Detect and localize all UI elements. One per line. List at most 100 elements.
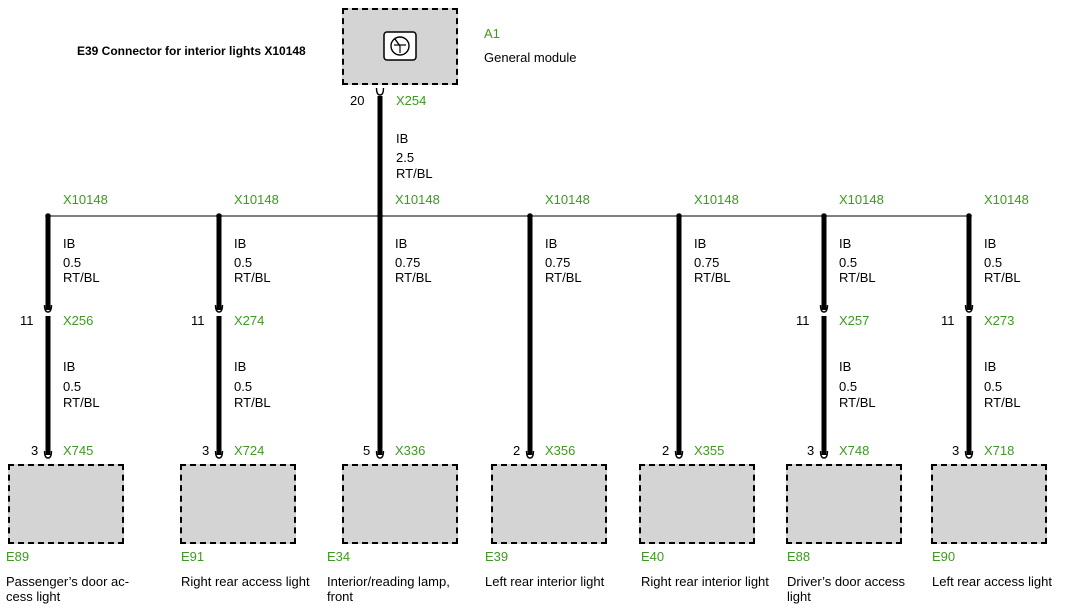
- component-name: Right rear interior light: [641, 574, 769, 589]
- inline-connector-socket: [964, 304, 974, 313]
- component-pin-connector: [964, 450, 974, 459]
- wire-size: 0.5: [984, 255, 1003, 270]
- component-connector-label: X724: [234, 443, 265, 458]
- component-pin-connector: [43, 450, 53, 459]
- component-id: E40: [641, 549, 665, 564]
- wire-color: RT/BL: [839, 270, 876, 285]
- inline-connector-socket: [43, 304, 53, 313]
- component-id: E39: [485, 549, 509, 564]
- inline-connector-label: X257: [839, 313, 870, 328]
- wire-color: RT/BL: [63, 270, 100, 285]
- component-connector-label: X748: [839, 443, 870, 458]
- component-pin: 2: [513, 443, 521, 458]
- wire2-size: 0.5: [63, 379, 82, 394]
- component-name: Interior/reading lamp, front: [327, 574, 450, 604]
- wire2-type: IB: [984, 359, 997, 374]
- splice-label: X10148: [63, 192, 108, 207]
- wire2-type: IB: [839, 359, 852, 374]
- component-pin-connector: [214, 450, 224, 459]
- wire-size: 0.5: [839, 255, 858, 270]
- component-name: Left rear interior light: [485, 574, 605, 589]
- inline-pin: 11: [20, 313, 34, 328]
- general-module-box[interactable]: [342, 8, 458, 85]
- component-connector-label: X745: [63, 443, 94, 458]
- module-wire-color: RT/BL: [396, 166, 433, 181]
- component-pin: 2: [662, 443, 670, 458]
- wire-color: RT/BL: [545, 270, 582, 285]
- module-wire-size: 2.5: [396, 150, 415, 165]
- wire-type: IB: [984, 236, 997, 251]
- wire-color: RT/BL: [694, 270, 731, 285]
- component-pin: 5: [363, 443, 371, 458]
- wire-color: RT/BL: [395, 270, 432, 285]
- wire-size: 0.5: [234, 255, 253, 270]
- wire2-size: 0.5: [234, 379, 253, 394]
- gauge-symbol-icon: [383, 31, 417, 61]
- splice-label: X10148: [694, 192, 739, 207]
- component-box[interactable]: [342, 464, 458, 544]
- wire-type: IB: [545, 236, 558, 251]
- component-name: Driver’s door access light: [787, 574, 906, 604]
- component-box[interactable]: [8, 464, 124, 544]
- wire2-color: RT/BL: [63, 395, 100, 410]
- wire2-size: 0.5: [839, 379, 858, 394]
- component-connector-label: X356: [545, 443, 576, 458]
- component-pin: 3: [31, 443, 39, 458]
- component-pin: 3: [807, 443, 815, 458]
- module-name: General module: [484, 50, 577, 65]
- wire-size: 0.75: [694, 255, 720, 270]
- wire-color: RT/BL: [984, 270, 1021, 285]
- wire-color: RT/BL: [234, 270, 271, 285]
- component-id: E91: [181, 549, 205, 564]
- component-box[interactable]: [786, 464, 902, 544]
- module-id: A1: [484, 26, 500, 41]
- splice-label: X10148: [395, 192, 440, 207]
- component-pin-connector: [525, 450, 535, 459]
- wire2-color: RT/BL: [984, 395, 1021, 410]
- inline-connector-socket: [819, 304, 829, 313]
- wire-type: IB: [839, 236, 852, 251]
- component-id: E89: [6, 549, 30, 564]
- inline-pin: 11: [191, 313, 205, 328]
- inline-connector-label: X256: [63, 313, 94, 328]
- component-name: Left rear access light: [932, 574, 1052, 589]
- component-id: E90: [932, 549, 956, 564]
- component-box[interactable]: [931, 464, 1047, 544]
- wire2-type: IB: [63, 359, 76, 374]
- module-wire-type: IB: [396, 131, 409, 146]
- component-pin-connector: [819, 450, 829, 459]
- wire-size: 0.5: [63, 255, 82, 270]
- inline-connector-label: X273: [984, 313, 1015, 328]
- wire-type: IB: [63, 236, 76, 251]
- component-name: Right rear access light: [181, 574, 310, 589]
- component-pin: 3: [952, 443, 960, 458]
- component-connector-label: X336: [395, 443, 426, 458]
- component-connector-label: X718: [984, 443, 1015, 458]
- splice-label: X10148: [984, 192, 1029, 207]
- component-pin-connector: [674, 450, 684, 459]
- splice-label: X10148: [545, 192, 590, 207]
- wire-type: IB: [694, 236, 707, 251]
- inline-pin: 11: [796, 313, 810, 328]
- module-connector: X254: [396, 93, 427, 108]
- inline-pin: 11: [941, 313, 955, 328]
- wire-type: IB: [234, 236, 247, 251]
- inline-connector-socket: [214, 304, 224, 313]
- diagram-title: E39 Connector for interior lights X10148: [77, 44, 306, 58]
- component-box[interactable]: [180, 464, 296, 544]
- wire2-type: IB: [234, 359, 247, 374]
- wire-size: 0.75: [395, 255, 421, 270]
- component-id: E88: [787, 549, 811, 564]
- component-box[interactable]: [639, 464, 755, 544]
- component-connector-label: X355: [694, 443, 725, 458]
- splice-label: X10148: [839, 192, 884, 207]
- component-name: Passenger’s door ac- cess light: [6, 574, 130, 604]
- component-box[interactable]: [491, 464, 607, 544]
- inline-connector-label: X274: [234, 313, 265, 328]
- component-pin-connector: [375, 450, 385, 459]
- wire-size: 0.75: [545, 255, 571, 270]
- wire-type: IB: [395, 236, 408, 251]
- wire2-size: 0.5: [984, 379, 1003, 394]
